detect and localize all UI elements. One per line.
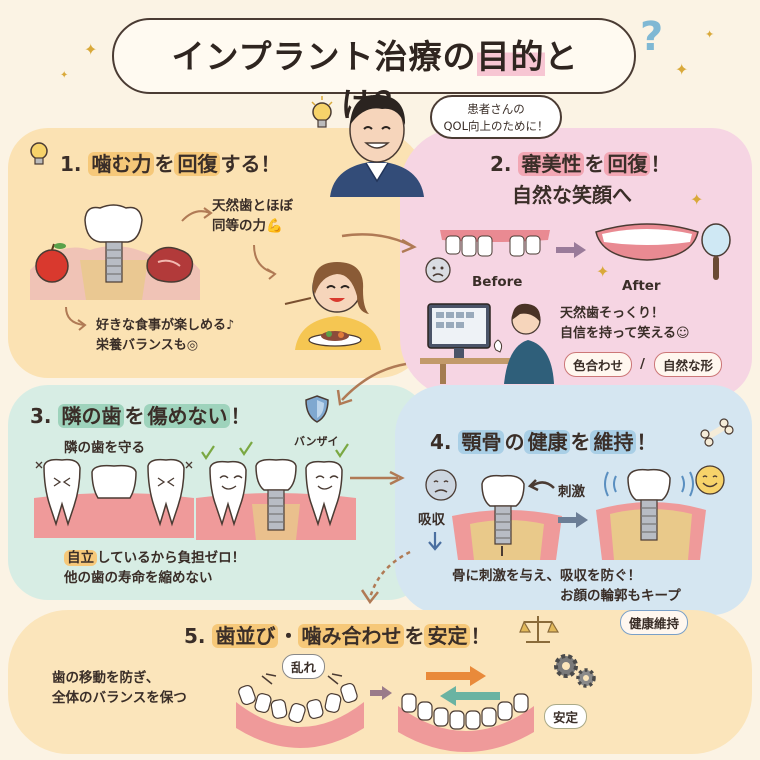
flow-arrow xyxy=(341,233,417,254)
banzai-label: バンザイ xyxy=(294,435,339,448)
sparkle-icon: ✦ xyxy=(675,60,689,79)
natural-shape-tag: 自然な形 xyxy=(654,352,723,377)
arrow-icon xyxy=(253,244,277,280)
arrow-right-icon xyxy=(556,242,586,258)
arrow-icon xyxy=(65,306,87,331)
mirror-icon xyxy=(701,223,731,280)
bridge-teeth-illustration xyxy=(34,458,194,538)
eating-woman-illustration xyxy=(284,262,381,350)
after-label: After xyxy=(622,278,661,294)
implant-chewing-illustration xyxy=(30,204,200,300)
flow-arrow xyxy=(350,470,405,486)
teeth-after-illustration xyxy=(595,223,699,261)
sparkle-icon: ✦ xyxy=(84,40,98,59)
title-bubble xyxy=(112,18,636,94)
aligned-teeth-illustration xyxy=(398,666,534,752)
section3-caption: 隣の歯を守る xyxy=(64,440,145,456)
doctor-speech-bubble: 患者さんの QOL向上のために！ xyxy=(430,95,562,139)
section5-text: 歯の移動を防ぎ、 全体のバランスを保つ xyxy=(52,670,187,706)
dental-technician-illustration xyxy=(420,303,554,384)
section3-heading: 3. 隣の歯を傷めない！ xyxy=(30,404,251,428)
arrow-icon xyxy=(181,207,213,222)
section2-note: 天然歯そっくり！ 自信を持って笑える☺ xyxy=(560,306,690,341)
section1-bottom-text: 好きな食事が楽しめる♪ 栄養バランスも◎ xyxy=(96,318,235,353)
section3-bottom-text: 自立しているから負担ゼロ！ 他の歯の寿命を縮めない xyxy=(64,550,246,586)
flow-arrow-dotted xyxy=(360,550,411,605)
stable-label: 安定 xyxy=(544,704,588,729)
stimulus-label: 刺激 xyxy=(558,484,585,500)
page-title: インプラント治療の目的とは？ xyxy=(171,37,579,124)
title-highlight: 目的 xyxy=(476,37,545,76)
implant-teeth-illustration xyxy=(196,441,356,540)
health-maintenance-tag: 健康維持 xyxy=(620,610,689,635)
section4-bottom-line2: お顔の輪郭もキープ xyxy=(560,588,681,604)
sad-face-icon xyxy=(425,257,451,283)
lightbulb-icon xyxy=(311,96,333,128)
healthy-bone-implant-illustration xyxy=(596,468,706,560)
bone-icon xyxy=(700,418,734,447)
section4-panel xyxy=(395,385,752,615)
happy-face-icon xyxy=(695,465,725,495)
lightbulb-icon xyxy=(30,142,48,165)
sparkle-icon: ✦ xyxy=(596,262,610,281)
section4-bottom-line1: 骨に刺激を与え、吸収を防ぐ！ xyxy=(452,568,641,584)
section5-heading: 5. 歯並び・噛み合わせを安定！ xyxy=(184,624,491,648)
section1-note: 天然歯とほぼ 同等の力💪 xyxy=(212,198,293,234)
sad-face-icon xyxy=(425,469,457,501)
misaligned-teeth-illustration xyxy=(236,673,364,748)
curved-arrow-icon xyxy=(527,479,555,492)
flow-arrow xyxy=(336,362,407,406)
absorb-label: 吸収 xyxy=(418,512,445,528)
section2-heading: 2. 審美性を回復！ 自然な笑顔へ xyxy=(490,152,671,207)
doctor-illustration xyxy=(330,94,424,197)
color-match-tag: 色合わせ xyxy=(564,352,633,377)
section4-heading: 4. 顎骨の健康を維持！ xyxy=(430,430,657,454)
bone-implant-illustration xyxy=(452,474,562,560)
teeth-before-illustration xyxy=(440,230,550,257)
balance-scale-icon xyxy=(519,616,560,643)
section1-heading: 1. 噛む力を回復する！ xyxy=(60,152,281,176)
shield-icon xyxy=(305,395,329,423)
sparkle-icon: ✦ xyxy=(60,70,69,81)
gears-icon xyxy=(554,654,596,688)
sparkle-icon: ✦ xyxy=(690,190,704,209)
question-mark-icon: ? xyxy=(640,14,664,60)
sparkle-icon: ✦ xyxy=(705,28,715,41)
arrow-right-icon xyxy=(370,686,392,700)
tag-separator: / xyxy=(640,356,645,372)
arrow-right-icon xyxy=(558,512,588,528)
disorder-label: 乱れ xyxy=(282,654,326,679)
before-label: Before xyxy=(472,274,523,290)
arrow-down-icon xyxy=(428,532,442,551)
